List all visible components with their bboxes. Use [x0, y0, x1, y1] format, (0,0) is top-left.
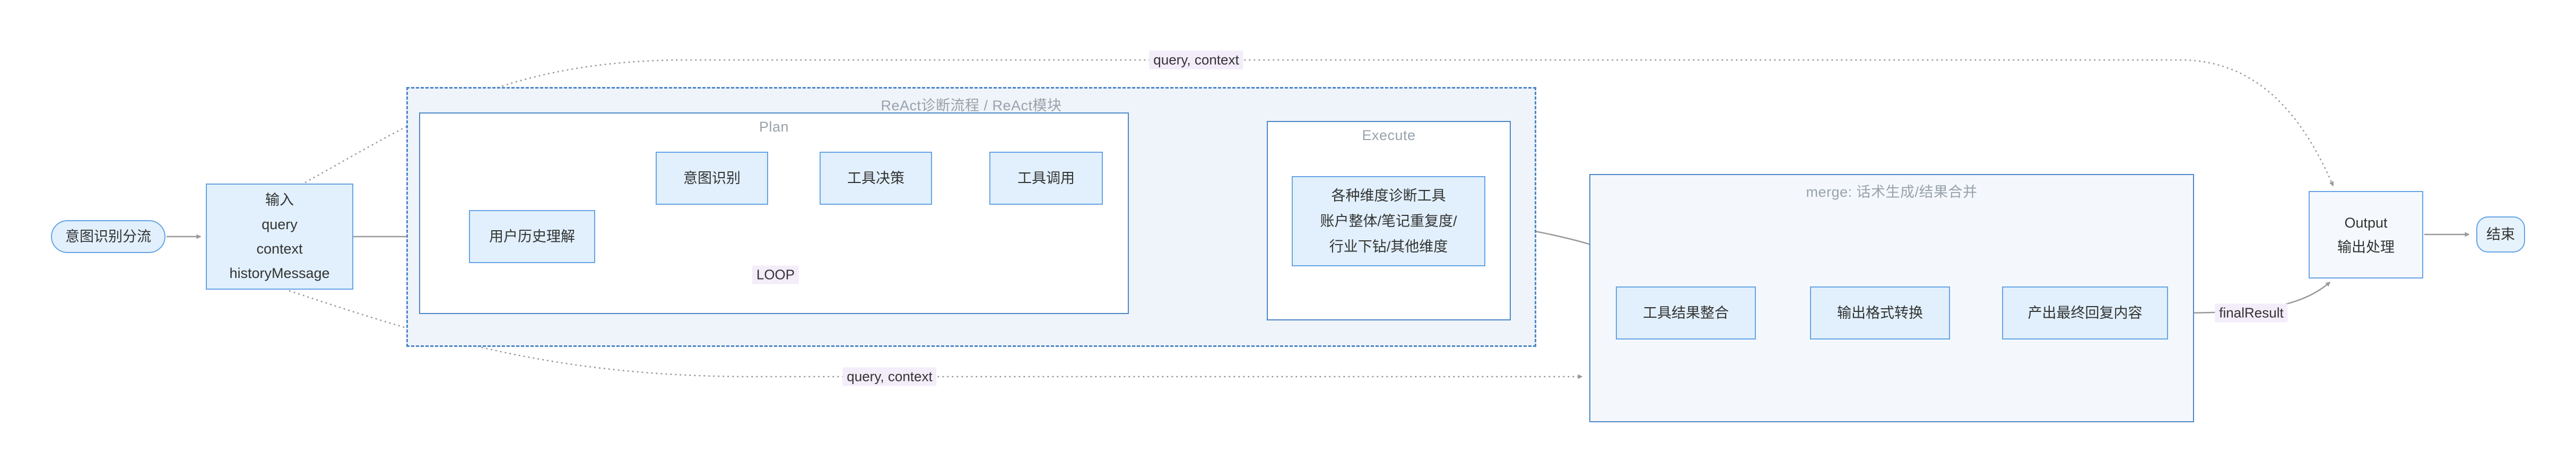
tool-call-label: 工具调用 — [1017, 170, 1075, 186]
input-line-title: 输入 — [265, 192, 294, 208]
tool-result-merge-node: 工具结果整合 — [1616, 286, 1756, 340]
tool-decision-label: 工具决策 — [847, 170, 904, 186]
input-node: 输入 query context historyMessage — [206, 184, 353, 290]
edge-label-final-result: finalResult — [2215, 303, 2288, 323]
user-history-label: 用户历史理解 — [489, 229, 575, 245]
diagnostic-line-1: 各种维度诊断工具 — [1331, 188, 1446, 204]
final-content-label: 产出最终回复内容 — [2027, 305, 2143, 321]
user-history-node: 用户历史理解 — [469, 210, 595, 263]
end-node-label: 结束 — [2486, 227, 2515, 242]
edge-label-query-context-top: query, context — [1149, 50, 1243, 69]
edge-label-query-context-bottom: query, context — [842, 367, 937, 386]
merge-group-title: merge: 话术生成/结果合并 — [1806, 184, 1978, 200]
output-processing-node: Output 输出处理 — [2309, 191, 2423, 278]
tool-result-merge-label: 工具结果整合 — [1643, 305, 1729, 321]
edge-query-context-top — [304, 59, 2334, 187]
output-line-2: 输出处理 — [2337, 239, 2395, 255]
react-module-title: ReAct诊断流程 / ReAct模块 — [881, 98, 1062, 114]
start-node-label: 意图识别分流 — [65, 229, 151, 245]
input-line-context: context — [256, 241, 303, 257]
plan-group-title: Plan — [759, 119, 789, 135]
output-format-label: 输出格式转换 — [1837, 305, 1923, 321]
intent-recognition-node: 意图识别 — [656, 152, 768, 205]
output-line-1: Output — [2344, 214, 2388, 231]
input-line-query: query — [262, 216, 298, 232]
execute-group-title: Execute — [1362, 127, 1416, 143]
output-format-node: 输出格式转换 — [1810, 286, 1950, 340]
edge-query-context-bottom — [289, 290, 1583, 379]
diagnostic-line-3: 行业下钻/其他维度 — [1329, 239, 1448, 255]
final-content-node: 产出最终回复内容 — [2002, 286, 2168, 340]
intent-recognition-label: 意图识别 — [683, 170, 741, 186]
tool-call-node: 工具调用 — [989, 152, 1103, 205]
start-node-intent-routing: 意图识别分流 — [51, 220, 166, 253]
tool-decision-node: 工具决策 — [820, 152, 932, 205]
end-node: 结束 — [2476, 216, 2525, 253]
diagnostic-line-2: 账户整体/笔记重复度/ — [1320, 213, 1457, 229]
diagnostic-tools-node: 各种维度诊断工具 账户整体/笔记重复度/ 行业下钻/其他维度 — [1292, 176, 1485, 266]
input-line-history-message: historyMessage — [229, 265, 330, 281]
edge-label-loop: LOOP — [752, 265, 799, 284]
